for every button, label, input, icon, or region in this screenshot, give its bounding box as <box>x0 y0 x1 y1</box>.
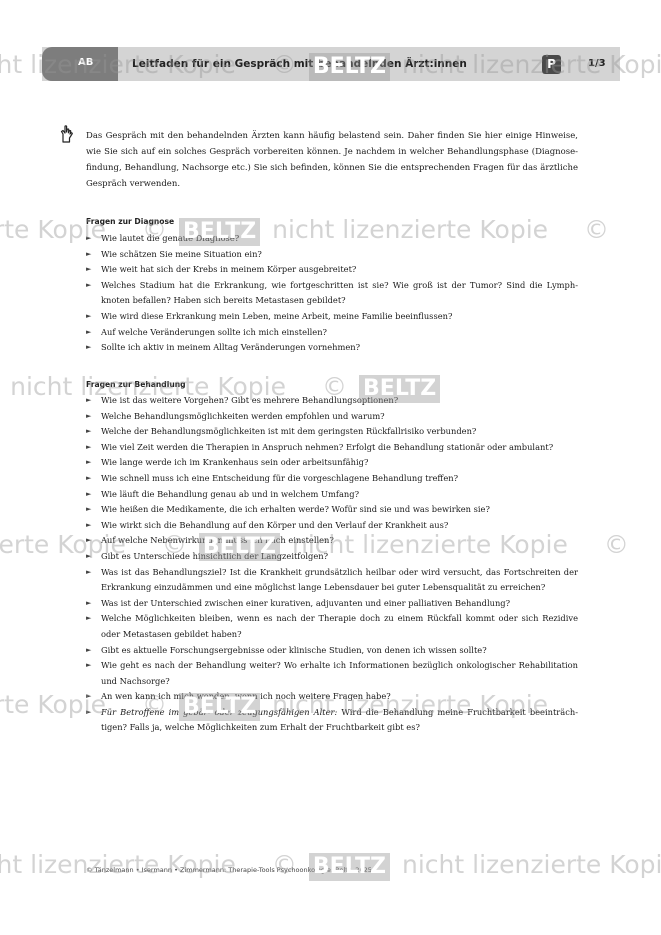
list-item: ►Wie wirkt sich die Behandlung auf den K… <box>86 518 578 534</box>
page-number: 1/3 <box>588 58 606 69</box>
list-item: ►Auf welche Veränderungen sollte ich mic… <box>86 325 578 341</box>
question-list-diagnose: ►Wie lautet die genaue Diagnose? ►Wie sc… <box>86 231 578 356</box>
list-item: ►An wen kann ich mich wenden, wenn ich n… <box>86 689 578 705</box>
arrow-bullet-icon: ► <box>86 249 92 258</box>
section-title-diagnose: Fragen zur Diagnose <box>86 217 175 226</box>
worksheet-tab: AB <box>42 47 118 81</box>
publisher-logo: P <box>542 55 561 74</box>
arrow-bullet-icon: ► <box>86 489 92 498</box>
list-item: ►Welche der Behandlungsmöglichkeiten ist… <box>86 424 578 440</box>
arrow-bullet-icon: ► <box>86 442 92 451</box>
arrow-bullet-icon: ► <box>86 327 92 336</box>
intro-text: Das Gespräch mit den behandelnden Ärzten… <box>86 131 578 189</box>
italic-lead: Für Betroffene im gebär- oder zeugungsfä… <box>101 706 338 717</box>
list-item: ►Wie heißen die Medikamente, die ich erh… <box>86 502 578 518</box>
arrow-bullet-icon: ► <box>86 551 92 560</box>
list-item: ►Wie läuft die Behandlung genau ab und i… <box>86 487 578 503</box>
list-item: ►Welches Stadium hat die Erkrankung, wie… <box>86 279 578 306</box>
list-item-fertility: ► Für Betroffene im gebär- oder zeugungsf… <box>86 706 578 733</box>
list-item: ►Wie geht es nach der Behandlung weiter?… <box>86 660 578 686</box>
arrow-bullet-icon: ► <box>86 707 92 716</box>
list-item: ►Wie lange werde ich im Krankenhaus sein… <box>86 455 578 471</box>
list-item: ►Wie schnell muss ich eine Entscheidung … <box>86 471 578 487</box>
page-title: Leitfaden für ein Gespräch mit behandeln… <box>132 58 467 70</box>
list-item: ►Wie viel Zeit werden die Therapien in A… <box>86 440 578 456</box>
list-item: ►Wie wird diese Erkrankung mein Leben, m… <box>86 309 578 325</box>
header-bar <box>42 47 620 81</box>
arrow-bullet-icon: ► <box>86 567 92 576</box>
list-item: ►Welche Möglichkeiten bleiben, wenn es n… <box>86 613 578 639</box>
arrow-bullet-icon: ► <box>86 265 92 274</box>
writing-hand-icon <box>60 125 76 147</box>
arrow-bullet-icon: ► <box>86 280 92 289</box>
arrow-bullet-icon: ► <box>86 473 92 482</box>
arrow-bullet-icon: ► <box>86 692 92 701</box>
arrow-bullet-icon: ► <box>86 343 92 352</box>
list-item: ►Auf welche Nebenwirkungen muss ich mich… <box>86 533 578 549</box>
arrow-bullet-icon: ► <box>86 520 92 529</box>
list-item: ►Wie ist das weitere Vorgehen? Gibt es m… <box>86 393 578 409</box>
arrow-bullet-icon: ► <box>86 661 92 670</box>
question-list-behandlung: ►Wie ist das weitere Vorgehen? Gibt es m… <box>86 393 578 736</box>
list-item: ►Wie lautet die genaue Diagnose? <box>86 231 578 247</box>
list-item: ►Was ist der Unterschied zwischen einer … <box>86 596 578 612</box>
list-item: ►Wie weit hat sich der Krebs in meinem K… <box>86 262 578 278</box>
list-item: ►Gibt es aktuelle Forschungsergebnisse o… <box>86 643 578 659</box>
arrow-bullet-icon: ► <box>86 234 92 242</box>
arrow-bullet-icon: ► <box>86 458 92 467</box>
arrow-bullet-icon: ► <box>86 427 92 436</box>
arrow-bullet-icon: ► <box>86 311 92 320</box>
arrow-bullet-icon: ► <box>86 411 92 420</box>
list-item: ►Welche Behandlungsmöglichkeiten werden … <box>86 409 578 425</box>
list-item: ►Gibt es Unterschiede hinsichtlich der L… <box>86 549 578 565</box>
list-item: ►Wie schätzen Sie meine Situation ein? <box>86 247 578 263</box>
arrow-bullet-icon: ► <box>86 598 92 607</box>
copyright-footer: © Tänzelmann • Isermann • Zimmermann: Th… <box>86 866 372 874</box>
arrow-bullet-icon: ► <box>86 645 92 654</box>
list-item: ►Was ist das Behandlungsziel? Ist die Kr… <box>86 566 578 593</box>
list-item: ►Sollte ich aktiv in meinem Alltag Verän… <box>86 340 578 356</box>
section-title-behandlung: Fragen zur Behandlung <box>86 380 186 389</box>
arrow-bullet-icon: ► <box>86 614 92 623</box>
arrow-bullet-icon: ► <box>86 536 92 545</box>
arrow-bullet-icon: ► <box>86 396 92 404</box>
arrow-bullet-icon: ► <box>86 505 92 514</box>
